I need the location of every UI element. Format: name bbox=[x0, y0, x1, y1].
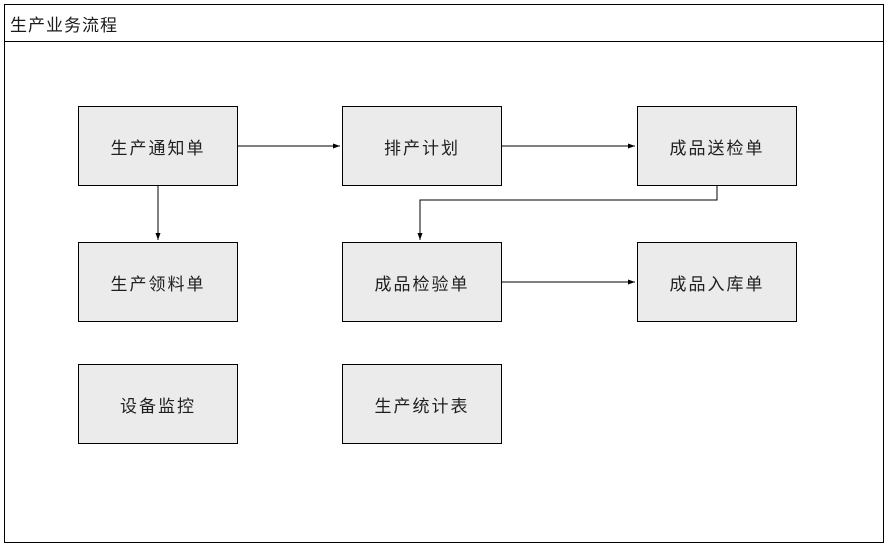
node-label-finished-goods-submission: 成品送检单 bbox=[669, 138, 765, 159]
node-scheduling-plan[interactable]: 排产计划 bbox=[342, 106, 502, 186]
node-finished-goods-warehouse[interactable]: 成品入库单 bbox=[637, 242, 797, 322]
node-label-equipment-monitoring: 设备监控 bbox=[120, 396, 196, 417]
node-label-production-notice: 生产通知单 bbox=[110, 138, 206, 159]
node-label-finished-goods-inspection: 成品检验单 bbox=[374, 274, 470, 295]
node-production-statistics[interactable]: 生产统计表 bbox=[342, 364, 502, 444]
node-label-material-requisition: 生产领料单 bbox=[110, 274, 206, 295]
node-label-finished-goods-warehouse: 成品入库单 bbox=[669, 274, 765, 295]
node-finished-goods-submission[interactable]: 成品送检单 bbox=[637, 106, 797, 186]
node-production-notice[interactable]: 生产通知单 bbox=[78, 106, 238, 186]
node-label-production-statistics: 生产统计表 bbox=[374, 396, 470, 417]
diagram-title-bar: 生产业务流程 bbox=[5, 5, 883, 42]
diagram-title: 生产业务流程 bbox=[10, 15, 118, 36]
node-finished-goods-inspection[interactable]: 成品检验单 bbox=[342, 242, 502, 322]
node-material-requisition[interactable]: 生产领料单 bbox=[78, 242, 238, 322]
node-equipment-monitoring[interactable]: 设备监控 bbox=[78, 364, 238, 444]
node-label-scheduling-plan: 排产计划 bbox=[384, 138, 460, 159]
